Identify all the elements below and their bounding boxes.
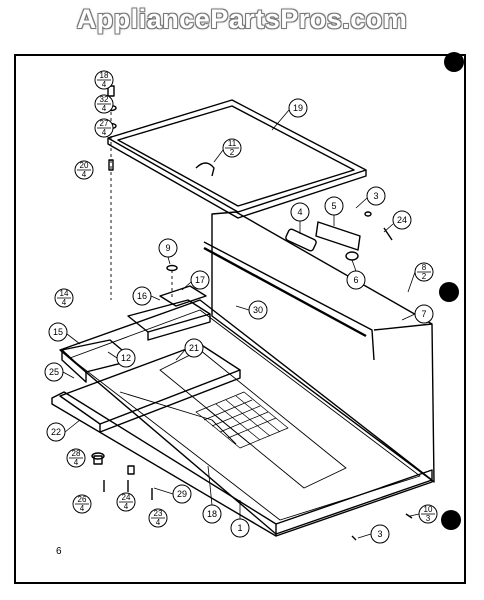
label-18: 18: [202, 504, 222, 524]
svg-text:8: 8: [422, 263, 427, 272]
svg-text:29: 29: [177, 489, 187, 499]
svg-text:23: 23: [154, 509, 163, 518]
label-16: 16: [132, 286, 152, 306]
page-number: 6: [56, 546, 62, 557]
svg-text:15: 15: [53, 327, 63, 337]
label-7: 7: [414, 304, 434, 324]
svg-text:3: 3: [377, 529, 382, 539]
diagram-frame: [14, 54, 466, 584]
leveling-feet: [91, 452, 413, 541]
svg-text:26: 26: [78, 495, 87, 504]
svg-text:14: 14: [60, 289, 69, 298]
binder-hole: [439, 282, 459, 302]
top-cover-tray: [107, 99, 367, 219]
binder-hole: [444, 52, 464, 72]
svg-text:12: 12: [121, 353, 131, 363]
svg-text:20: 20: [80, 161, 89, 170]
front-rail: [59, 343, 241, 445]
svg-text:32: 32: [100, 95, 109, 104]
svg-text:2: 2: [422, 272, 427, 281]
igniter-assembly: [285, 211, 393, 261]
svg-text:4: 4: [124, 502, 129, 511]
svg-text:10: 10: [424, 505, 433, 514]
svg-text:2: 2: [230, 148, 235, 157]
svg-text:4: 4: [102, 128, 107, 137]
svg-text:18: 18: [100, 71, 109, 80]
svg-text:4: 4: [102, 104, 107, 113]
watermark-text: AppliancePartsPros.com: [76, 4, 408, 34]
svg-text:4: 4: [62, 298, 67, 307]
callout-numbers: 19 4 5 3 24 6 9 17 16 30 7 15 12 21 25 2…: [44, 98, 434, 544]
svg-text:18: 18: [207, 509, 217, 519]
svg-text:4: 4: [297, 207, 302, 217]
callout-fractions: 184 324 274 204 112 144 284 264 244 234 …: [54, 70, 438, 528]
label-24: 24: [392, 210, 412, 230]
svg-text:7: 7: [421, 309, 426, 319]
svg-text:24: 24: [122, 493, 131, 502]
bracket-part: [195, 162, 215, 177]
callout-23-4: 234: [148, 508, 168, 528]
callout-20-4: 204: [74, 160, 94, 180]
svg-text:4: 4: [74, 458, 79, 467]
svg-text:1: 1: [237, 523, 242, 533]
svg-text:16: 16: [137, 291, 147, 301]
svg-text:6: 6: [353, 275, 358, 285]
svg-text:28: 28: [72, 449, 81, 458]
callout-26-4: 264: [72, 494, 92, 514]
label-3-bottom: 3: [370, 524, 390, 544]
vent-grid: [195, 391, 289, 449]
label-25: 25: [44, 362, 64, 382]
callout-10-3: 103: [418, 504, 438, 524]
back-panel: [203, 211, 435, 483]
svg-text:21: 21: [189, 343, 199, 353]
label-3-top: 3: [366, 186, 386, 206]
svg-text:9: 9: [165, 243, 170, 253]
svg-text:19: 19: [293, 103, 303, 113]
callout-32-4: 324: [94, 94, 114, 114]
svg-text:4: 4: [102, 80, 107, 89]
svg-text:25: 25: [49, 367, 59, 377]
svg-text:24: 24: [397, 215, 407, 225]
label-30: 30: [248, 300, 268, 320]
label-1: 1: [230, 518, 250, 538]
svg-text:4: 4: [156, 518, 161, 527]
svg-text:11: 11: [228, 139, 237, 148]
callout-28-4: 284: [66, 448, 86, 468]
svg-text:3: 3: [373, 191, 378, 201]
callout-24-4: 244: [116, 492, 136, 512]
svg-text:27: 27: [100, 119, 109, 128]
label-9: 9: [158, 238, 178, 258]
label-15: 15: [48, 322, 68, 342]
label-12: 12: [116, 348, 136, 368]
binder-hole: [441, 510, 461, 530]
svg-text:3: 3: [426, 514, 431, 523]
callout-8-2: 82: [414, 262, 434, 282]
callout-18-4: 184: [94, 70, 114, 90]
svg-text:5: 5: [331, 201, 336, 211]
label-6: 6: [346, 270, 366, 290]
label-4: 4: [290, 202, 310, 222]
svg-text:17: 17: [195, 275, 205, 285]
label-19: 19: [288, 98, 308, 118]
callout-14-4: 144: [54, 288, 74, 308]
center-bracket: [159, 264, 207, 307]
center-rail: [159, 349, 347, 489]
svg-text:30: 30: [253, 305, 263, 315]
svg-text:22: 22: [51, 427, 61, 437]
base-pan: [51, 299, 433, 537]
label-17: 17: [190, 270, 210, 290]
label-5: 5: [324, 196, 344, 216]
label-29: 29: [172, 484, 192, 504]
callout-11-2: 112: [222, 138, 242, 158]
label-22: 22: [46, 422, 66, 442]
callout-27-4: 274: [94, 118, 114, 138]
label-21: 21: [184, 338, 204, 358]
svg-text:4: 4: [80, 504, 85, 513]
svg-text:4: 4: [82, 170, 87, 179]
leader-lines: [62, 109, 420, 539]
